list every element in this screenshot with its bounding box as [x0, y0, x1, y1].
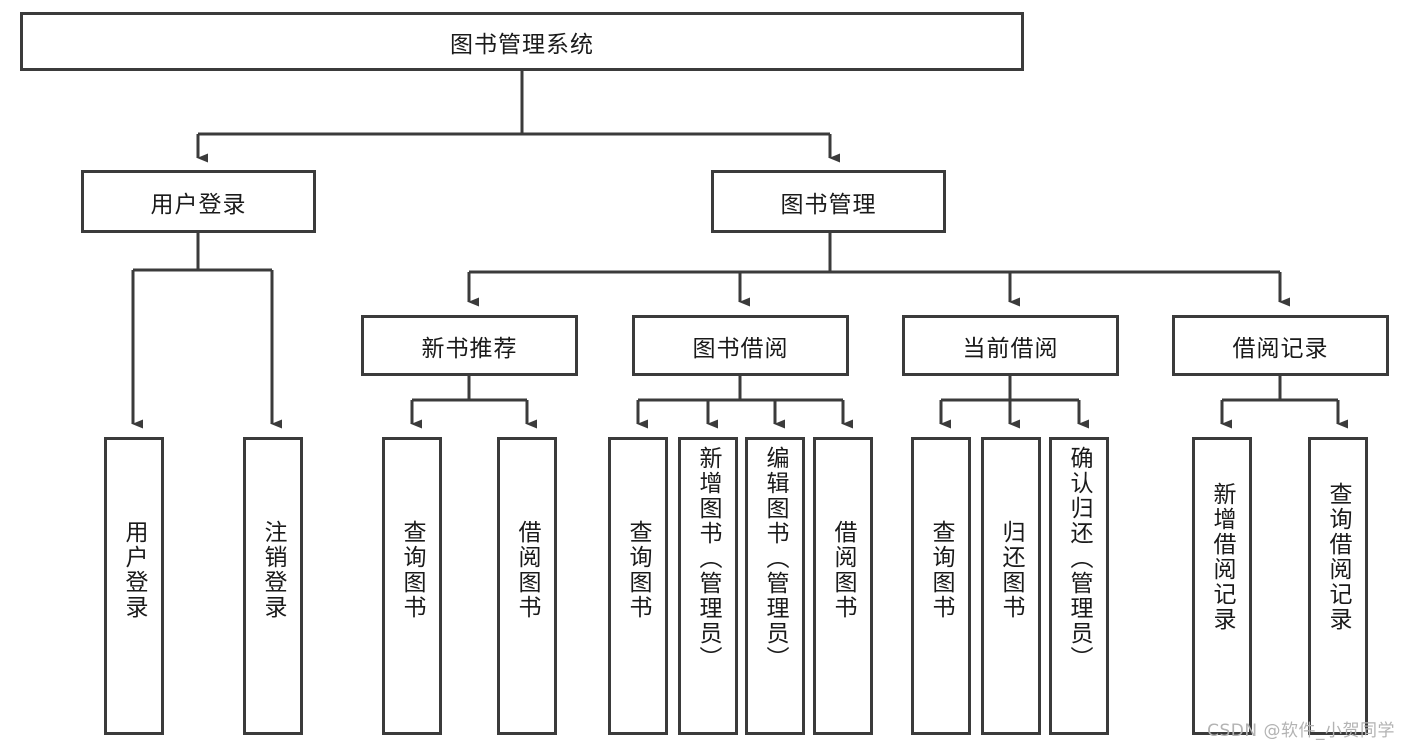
node-root-book-management-system[interactable]: 图书管理系统: [20, 12, 1024, 71]
leaf-query-books-recommendation[interactable]: 查询图书: [382, 437, 442, 735]
leaf-query-borrow-record[interactable]: 查询借阅记录: [1308, 437, 1368, 735]
node-label: 新书推荐: [421, 335, 518, 362]
node-label: 借阅记录: [1232, 335, 1329, 362]
leaf-query-books-current[interactable]: 查询图书: [911, 437, 971, 735]
node-label: 归还图书: [998, 520, 1025, 620]
leaf-borrow-books-recommendation[interactable]: 借阅图书: [497, 437, 557, 735]
node-label: 用户登录: [121, 520, 148, 620]
node-label: 新增图书（管理员）: [695, 446, 722, 671]
watermark-text: CSDN @软件_小贺同学: [1207, 721, 1395, 741]
node-new-book-recommendation[interactable]: 新书推荐: [361, 315, 578, 376]
node-label: 查询图书: [399, 520, 426, 620]
leaf-add-borrow-record[interactable]: 新增借阅记录: [1192, 437, 1252, 735]
node-label: 查询图书: [625, 520, 652, 620]
leaf-add-book-admin[interactable]: 新增图书（管理员）: [678, 437, 738, 735]
leaf-edit-book-admin[interactable]: 编辑图书（管理员）: [745, 437, 805, 735]
leaf-confirm-return-admin[interactable]: 确认归还（管理员）: [1049, 437, 1109, 735]
node-label: 图书管理系统: [450, 31, 594, 58]
node-label: 新增借阅记录: [1209, 482, 1236, 632]
node-current-borrowing[interactable]: 当前借阅: [902, 315, 1119, 376]
node-label: 编辑图书（管理员）: [762, 446, 789, 671]
node-borrowing-records[interactable]: 借阅记录: [1172, 315, 1389, 376]
node-label: 借阅图书: [830, 520, 857, 620]
leaf-return-books[interactable]: 归还图书: [981, 437, 1041, 735]
node-book-management[interactable]: 图书管理: [711, 170, 946, 233]
leaf-query-books-borrowing[interactable]: 查询图书: [608, 437, 668, 735]
node-label: 查询图书: [928, 520, 955, 620]
leaf-user-login[interactable]: 用户登录: [104, 437, 164, 735]
node-label: 用户登录: [150, 191, 247, 218]
node-label: 图书管理: [780, 191, 877, 218]
node-label: 确认归还（管理员）: [1066, 446, 1093, 671]
leaf-borrow-books[interactable]: 借阅图书: [813, 437, 873, 735]
node-book-borrowing[interactable]: 图书借阅: [632, 315, 849, 376]
node-label: 查询借阅记录: [1325, 482, 1352, 632]
node-label: 借阅图书: [514, 520, 541, 620]
node-label: 图书借阅: [692, 335, 789, 362]
node-user-login[interactable]: 用户登录: [81, 170, 316, 233]
leaf-logout[interactable]: 注销登录: [243, 437, 303, 735]
node-label: 当前借阅: [962, 335, 1059, 362]
node-label: 注销登录: [260, 520, 287, 620]
